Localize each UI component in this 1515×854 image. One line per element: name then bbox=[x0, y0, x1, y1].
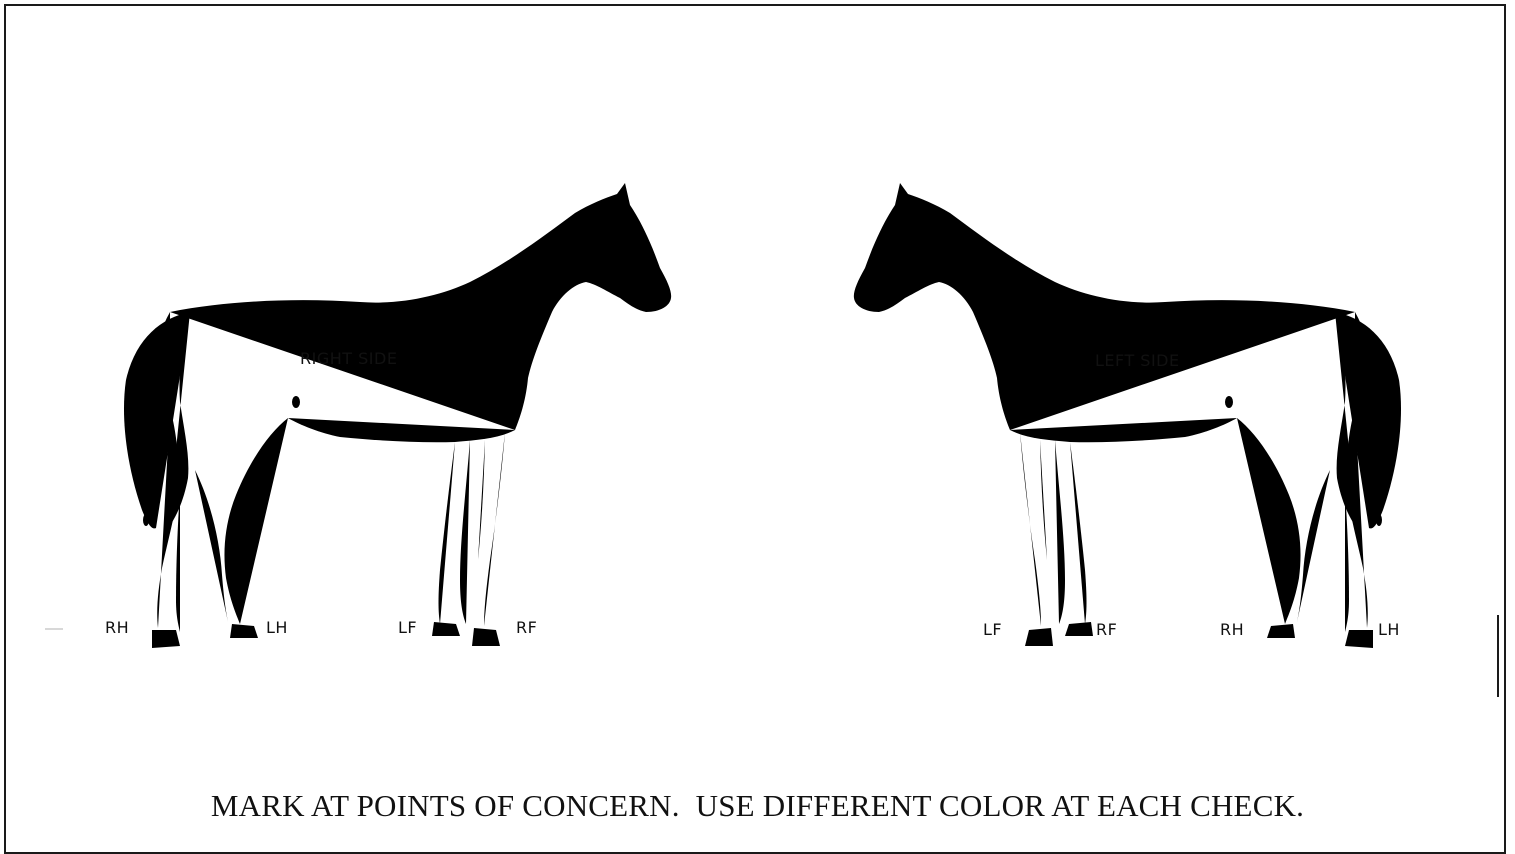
left-side-horse-drawing bbox=[853, 183, 1402, 648]
stray-mark bbox=[45, 628, 63, 630]
right-side-horse-drawing bbox=[123, 183, 672, 648]
right-side-label: RIGHT SIDE bbox=[300, 349, 397, 368]
instruction-caption: MARK AT POINTS OF CONCERN. USE DIFFERENT… bbox=[210, 788, 1305, 823]
left-horse-rh-label: RH bbox=[1220, 620, 1244, 639]
left-horse-lh-label: LH bbox=[1378, 620, 1400, 639]
right-horse-rf-label: RF bbox=[516, 618, 537, 637]
left-side-label: LEFT SIDE bbox=[1095, 351, 1180, 370]
left-horse-lf-label: LF bbox=[983, 620, 1002, 639]
right-horse-lh-label: LH bbox=[266, 618, 288, 637]
margin-line bbox=[1497, 615, 1499, 697]
right-horse-lf-label: LF bbox=[398, 618, 417, 637]
right-horse-rh-label: RH bbox=[105, 618, 129, 637]
left-horse-rf-label: RF bbox=[1096, 620, 1117, 639]
